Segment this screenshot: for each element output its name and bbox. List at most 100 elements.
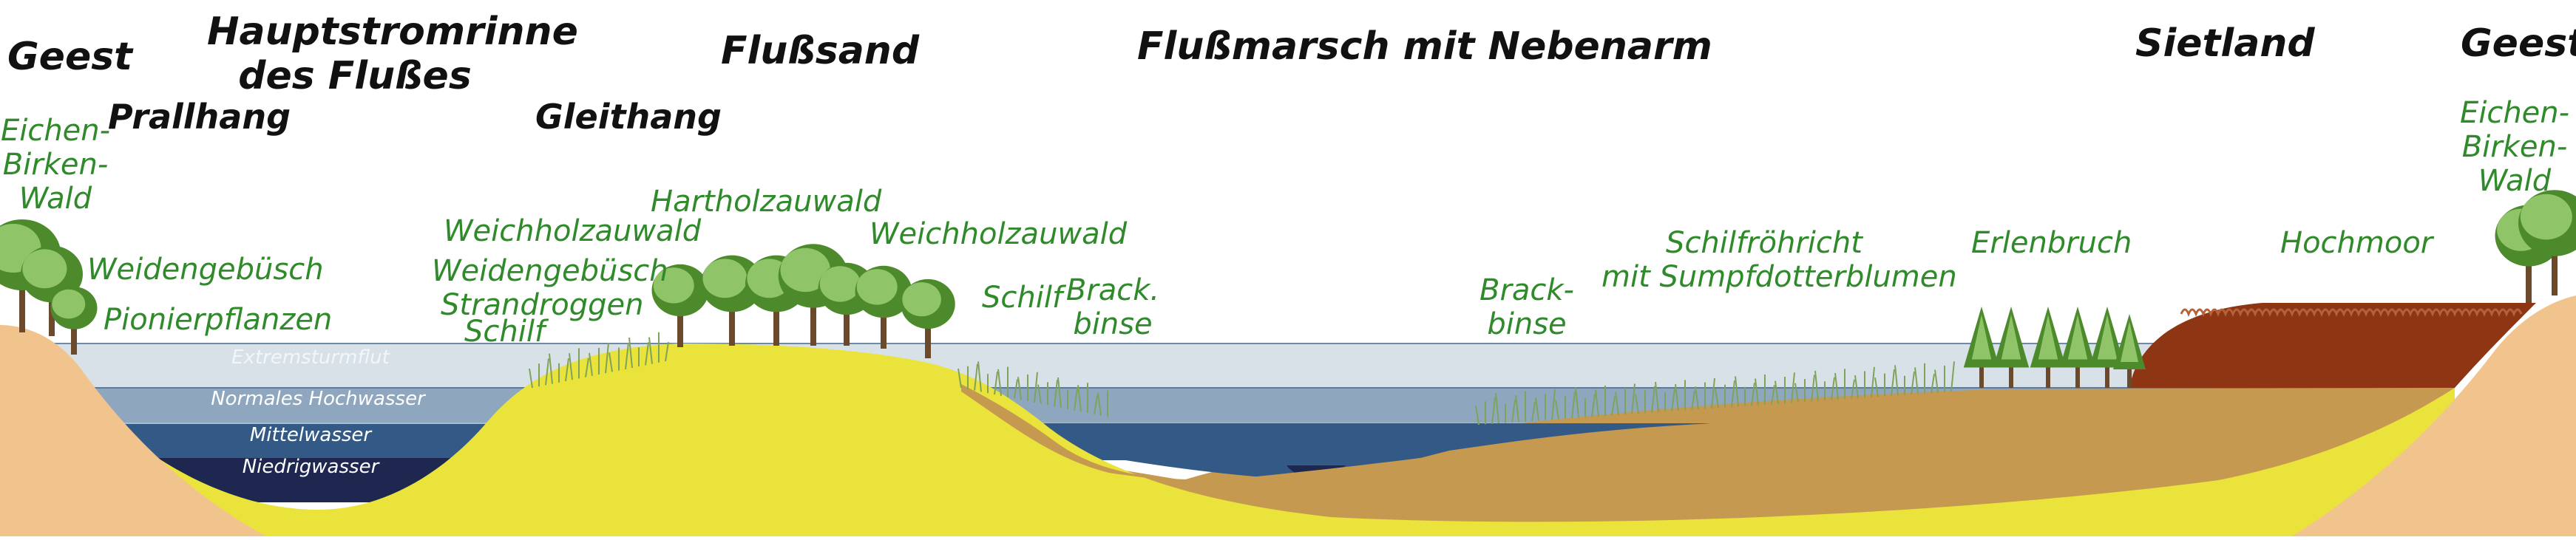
label-eichen-right-line3: Wald bbox=[2478, 164, 2552, 198]
reed-gleithang-stalk bbox=[549, 353, 553, 384]
reed-schilfroehricht-stalk bbox=[1871, 366, 1875, 397]
reed-schilfroehricht-stalk bbox=[1535, 397, 1539, 421]
nebenarm-channel bbox=[998, 423, 1715, 480]
heading-sietland: Sietland bbox=[2135, 21, 2315, 66]
tree-hartholz-3-crown-light bbox=[780, 247, 830, 293]
tree-hartholz-1-crown-light bbox=[702, 259, 748, 298]
reed-schilfroehricht-stalk bbox=[1571, 392, 1576, 419]
reed-schilfroehricht-stalk bbox=[1531, 401, 1536, 422]
reed-schilf-stalk bbox=[994, 371, 998, 395]
tree-erle-6-crown-light bbox=[2121, 321, 2138, 362]
tree-hartholz-3-trunk bbox=[810, 290, 816, 346]
tree-weichholz-2-trunk bbox=[881, 304, 887, 349]
reed-schilfroehricht-stalk bbox=[1595, 389, 1599, 417]
label-pionierpflanzen: Pionierpflanzen bbox=[104, 303, 333, 337]
heading-flusssand: Flußsand bbox=[721, 29, 920, 73]
tree-erle-3-trunk bbox=[2046, 363, 2050, 388]
label-eichen-left-line3: Wald bbox=[18, 182, 92, 216]
label-normales-hochwasser: Normales Hochwasser bbox=[211, 388, 425, 410]
tree-erle-2-trunk bbox=[2009, 363, 2013, 388]
label-weidengebuesch-mid: Weidengebüsch bbox=[432, 254, 668, 288]
reed-schilfroehricht-stalk bbox=[1635, 394, 1639, 414]
label-hartholzauwald: Hartholzauwald bbox=[651, 185, 882, 219]
reed-schilfroehricht-stalk bbox=[1735, 376, 1739, 407]
reed-schilf-stalk bbox=[1037, 384, 1042, 404]
label-strandroggen: Strandroggen bbox=[441, 288, 644, 322]
reed-schilfroehricht-stalk bbox=[1874, 377, 1879, 397]
reed-schilfroehricht-stalk bbox=[1475, 405, 1479, 425]
reed-schilfroehricht-stalk bbox=[1794, 383, 1799, 403]
tree-eichen-left-2-crown-light bbox=[22, 249, 67, 289]
heading-hauptstromrinne: Hauptstromrinne des Flußes bbox=[207, 10, 578, 99]
reed-schilf-stalk bbox=[1014, 379, 1018, 399]
hochmoor-body bbox=[2129, 303, 2536, 388]
reed-schilfroehricht-stalk bbox=[1934, 369, 1939, 393]
label-weichholzauwald-right: Weichholzauwald bbox=[870, 217, 1128, 251]
reed-schilfroehricht-stalk bbox=[1691, 390, 1695, 410]
reed-schilfroehricht-stalk bbox=[1611, 396, 1616, 416]
label-brackbinse-2-line2: binse bbox=[1487, 307, 1567, 341]
tree-erle-1-crown-light bbox=[1971, 315, 1992, 360]
reed-gleithang-stalk bbox=[585, 358, 589, 377]
tree-erle-3-crown-light bbox=[2038, 315, 2058, 360]
reed-schilfroehricht-stalk bbox=[1515, 395, 1519, 423]
reed-gleithang-stalk bbox=[589, 352, 593, 376]
label-erlenbruch: Erlenbruch bbox=[1971, 226, 2132, 260]
tree-eichen-right-2-crown-light bbox=[2520, 194, 2572, 240]
reed-schilfroehricht-stalk bbox=[1811, 375, 1815, 402]
reed-gleithang-stalk bbox=[625, 342, 629, 369]
tree-weichholz-3-trunk bbox=[925, 315, 931, 358]
tree-erle-4-trunk bbox=[2075, 363, 2080, 388]
reed-gleithang-stalk bbox=[609, 352, 613, 372]
tree-eichen-right-2-trunk bbox=[2552, 239, 2558, 295]
reed-schilfroehricht-stalk bbox=[1791, 372, 1795, 403]
reed-schilfroehricht-stalk bbox=[1711, 377, 1715, 409]
tree-erle-5-crown-light bbox=[2097, 315, 2118, 360]
reed-gleithang-stalk bbox=[545, 358, 549, 386]
reed-schilfroehricht-stalk bbox=[1591, 394, 1596, 417]
label-eichen-right-line2: Birken- bbox=[2461, 130, 2568, 164]
reed-schilfroehricht-stalk bbox=[1495, 393, 1499, 424]
label-schilf-left: Schilf bbox=[464, 315, 546, 349]
reed-schilfroehricht-stalk bbox=[1755, 378, 1759, 406]
tree-hartholz-1-trunk bbox=[729, 297, 735, 346]
heading-flussmarsch: Flußmarsch mit Nebenarm bbox=[1137, 24, 1712, 69]
label-schilfroehricht-line2: mit Sumpfdotterblumen bbox=[1601, 260, 1957, 294]
reed-gleithang-stalk bbox=[529, 368, 533, 389]
label-brackbinse-1: Brack. binse bbox=[1057, 273, 1168, 341]
tree-eichen-right-1-trunk bbox=[2526, 250, 2532, 303]
reed-schilfroehricht-stalk bbox=[1851, 379, 1855, 399]
geest-right bbox=[2292, 295, 2576, 536]
tree-weichholz-3-crown-light bbox=[902, 282, 941, 317]
reed-schilfroehricht-stalk bbox=[1894, 365, 1899, 396]
reed-schilfroehricht-stalk bbox=[1814, 370, 1819, 401]
label-gleithang: Gleithang bbox=[535, 97, 722, 137]
heading-hauptstromrinne-line1: Hauptstromrinne bbox=[207, 10, 578, 54]
tree-erle-1-trunk bbox=[1979, 363, 1984, 388]
label-schilfroehricht: Schilfröhricht mit Sumpfdotterblumen bbox=[1601, 226, 1957, 294]
reed-schilfroehricht-stalk bbox=[1931, 374, 1935, 394]
reed-schilfroehricht-stalk bbox=[1631, 383, 1636, 414]
label-schilfroehricht-line1: Schilfröhricht bbox=[1666, 226, 1862, 260]
reed-gleithang-stalk bbox=[628, 337, 633, 369]
reed-schilfroehricht-stalk bbox=[1914, 367, 1919, 394]
reed-schilf-stalk bbox=[1034, 372, 1038, 403]
reed-schilfroehricht-stalk bbox=[1675, 383, 1679, 411]
reed-schilfroehricht-stalk bbox=[1891, 369, 1895, 397]
reed-schilf-stalk bbox=[1054, 380, 1058, 407]
heading-hauptstromrinne-line2: des Flußes bbox=[238, 53, 472, 98]
heading-geest-right: Geest bbox=[2461, 21, 2576, 66]
tree-erle-2-crown-light bbox=[2001, 315, 2021, 360]
label-hochmoor: Hochmoor bbox=[2280, 226, 2433, 260]
label-eichen-birken-wald-right: Eichen- Birken- Wald bbox=[2459, 96, 2570, 198]
label-weidengebuesch-top: Weidengebüsch bbox=[87, 253, 324, 287]
tree-weichholz-1-trunk bbox=[677, 302, 683, 347]
tree-hartholz-2-trunk bbox=[773, 297, 779, 346]
tree-erle-4-crown-light bbox=[2067, 315, 2088, 360]
label-brackbinse-2-line1: Brack- bbox=[1479, 273, 1574, 307]
reed-schilfroehricht-stalk bbox=[1615, 392, 1619, 415]
reed-schilf-stalk bbox=[997, 369, 1002, 396]
reed-gleithang-stalk bbox=[648, 337, 653, 364]
tree-eichen-left-1-trunk bbox=[19, 271, 25, 332]
